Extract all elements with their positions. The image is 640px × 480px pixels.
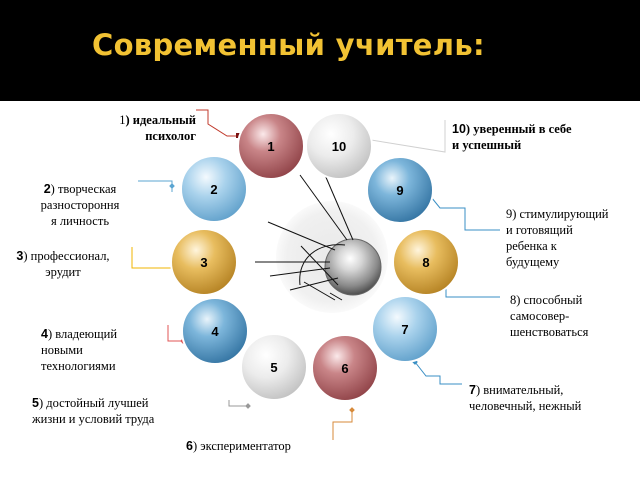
label-8-line2: самосовер- [510, 309, 570, 323]
ball-3: 3 [170, 228, 238, 296]
label-1-line1: ) идеальный [125, 113, 196, 127]
ball-8-number: 8 [422, 255, 429, 270]
label-4-line2: новыми [41, 343, 83, 357]
label-6: 6) экспериментатор [186, 438, 291, 454]
label-9-line2: и готовящий [506, 223, 573, 237]
label-4-number: 4 [41, 327, 48, 341]
label-10-line1: ) уверенный в себе [465, 122, 572, 136]
ball-10: 10 [305, 112, 373, 180]
label-3-number: 3 [16, 249, 24, 263]
connectors [131, 109, 500, 440]
label-6-number: 6 [186, 439, 193, 453]
ball-5: 5 [240, 333, 308, 401]
label-2-line3: я личность [50, 214, 110, 228]
label-10-line2: и успешный [452, 138, 522, 152]
label-9-number: 9 [506, 207, 513, 221]
label-4-line1: ) владеющий [47, 327, 118, 341]
label-10: 10) уверенный в себе и успешный [452, 121, 572, 153]
ball-6: 6 [311, 334, 379, 402]
label-10-number: 10 [452, 122, 466, 136]
label-2-line2: разностороння [40, 198, 120, 212]
label-8-line1: ) способный [516, 293, 583, 307]
ball-4: 4 [181, 297, 249, 365]
ball-1: 1 [237, 112, 305, 180]
label-5-line1: ) достойный лучшей [38, 396, 149, 410]
center-hub [324, 238, 382, 296]
label-9-line3: ребенка к [506, 239, 557, 253]
label-4: 4) владеющий новыми технологиями [41, 326, 117, 374]
label-9-line4: будущему [506, 255, 560, 269]
label-9-line1: ) стимулирующий [512, 207, 609, 221]
label-5-number: 5 [32, 396, 39, 410]
ball-9-number: 9 [396, 183, 403, 198]
ball-6-number: 6 [341, 361, 348, 376]
label-1: 1) идеальный психолог [96, 112, 196, 144]
label-7-line1: ) внимательный, [475, 383, 564, 397]
ball-2: 2 [180, 155, 248, 223]
label-8-line3: шенствоваться [510, 325, 589, 339]
label-5: 5) достойный лучшей жизни и условий труд… [32, 395, 154, 427]
label-3: 3) профессионал, эрудит [4, 248, 122, 280]
ball-1-number: 1 [267, 139, 274, 154]
page-title: Современный учитель: [92, 28, 485, 62]
ball-7: 7 [371, 295, 439, 363]
label-4-line3: технологиями [41, 359, 116, 373]
label-8: 8) способный самосовер- шенствоваться [510, 292, 588, 340]
label-5-line2: жизни и условий труда [32, 412, 155, 426]
label-2-number: 2 [43, 182, 51, 196]
label-6-line1: ) экспериментатор [192, 439, 291, 453]
spokes [255, 174, 354, 301]
label-3-line1: ) профессионал, [23, 249, 110, 263]
title-bar: Современный учитель: [0, 0, 640, 101]
label-2-line1: ) творческая [50, 182, 117, 196]
ball-2-number: 2 [210, 182, 217, 197]
ball-9: 9 [366, 156, 434, 224]
label-8-number: 8 [510, 293, 517, 307]
label-2: 2) творческая разностороння я личность [28, 181, 132, 229]
label-3-line2: эрудит [45, 265, 81, 279]
ball-4-number: 4 [211, 324, 219, 339]
ball-7-number: 7 [401, 322, 408, 337]
label-9: 9) стимулирующий и готовящий ребенка к б… [506, 206, 608, 270]
label-7-line2: человечный, нежный [469, 399, 582, 413]
label-7-number: 7 [469, 383, 476, 397]
label-7: 7) внимательный, человечный, нежный [469, 382, 581, 414]
ball-10-number: 10 [332, 139, 346, 154]
ball-8: 8 [392, 228, 460, 296]
label-1-line2: психолог [145, 129, 196, 143]
label-1-number: 1 [119, 113, 126, 127]
ball-5-number: 5 [270, 360, 277, 375]
ball-3-number: 3 [200, 255, 207, 270]
